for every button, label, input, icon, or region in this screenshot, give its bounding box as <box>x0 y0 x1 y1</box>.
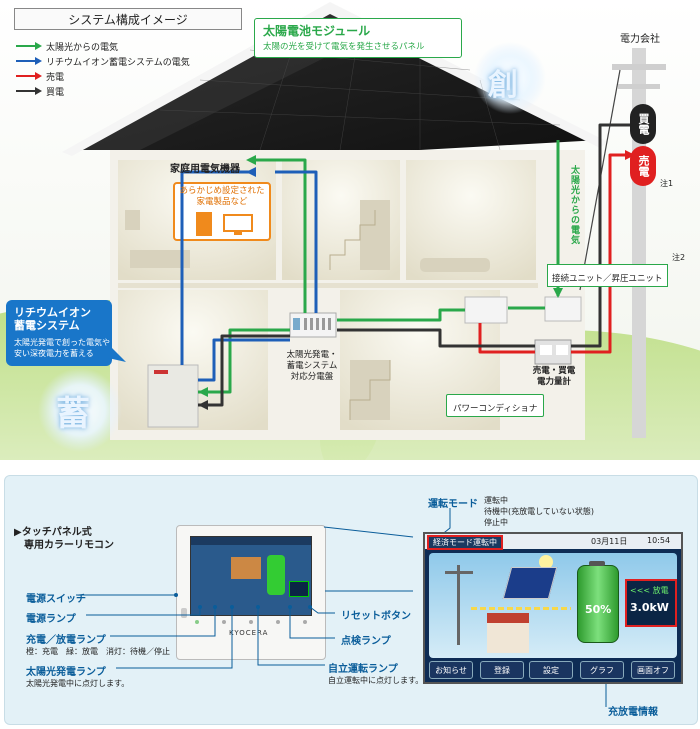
legend-label: リチウムイオン蓄電システムの電気 <box>46 57 190 68</box>
preset-appliances-label: あらかじめ設定された 家電製品など <box>179 186 265 207</box>
solar-lamp-desc: 太陽光発電中に点灯します。 <box>26 679 130 688</box>
mode-banner-text: 経済モード運転中 <box>433 538 497 547</box>
note-2: 注2 <box>672 253 686 262</box>
battery-callout-title: リチウムイオン 蓄電システム <box>14 306 91 332</box>
legend-label: 太陽光からの電気 <box>46 42 119 53</box>
utility-pole-icon <box>457 565 460 645</box>
settings-button[interactable]: 設定 <box>529 661 573 679</box>
remote-leader-lines <box>76 526 607 707</box>
screen-header: 経済モード運転中 03月11日 10:54 <box>425 534 681 550</box>
discharge-label: <<< 放電 <box>630 586 669 595</box>
discharge-box: <<< 放電 3.0kW <box>625 579 677 627</box>
remote-power-button[interactable] <box>181 608 187 618</box>
blue-arrow-icon <box>16 57 42 65</box>
legend-item-buy: 買電 <box>16 85 65 98</box>
notice-button[interactable]: お知らせ <box>429 661 473 679</box>
screen-off-button[interactable]: 画面オフ <box>631 661 675 679</box>
remote-screen <box>190 536 312 616</box>
operation-mode-label: 運転モード <box>428 499 478 510</box>
house-icon <box>487 613 529 653</box>
battery-callout-desc: 太陽光発電で創った電気や 安い深夜電力を蓄える <box>14 338 110 358</box>
charge-lamp-desc: 橙：充電 緑：放電 消灯：待機／停止 <box>26 647 170 656</box>
solar-panel-icon <box>502 567 558 599</box>
solar-lamp-label: 太陽光発電ランプ <box>26 667 106 678</box>
buy-badge-text: 買電 <box>637 113 650 135</box>
register-button[interactable]: 登録 <box>480 661 524 679</box>
independent-lamp-label: 自立運転ランプ <box>328 664 398 675</box>
sell-badge-text: 売電 <box>637 155 650 177</box>
sun-icon <box>539 555 553 569</box>
check-lamp-label: 点検ランプ <box>341 636 391 647</box>
connection-unit-text: 接続ユニット／昇圧ユニット <box>552 274 663 284</box>
diagram-title: システム構成イメージ <box>14 8 242 30</box>
screen-scene: 50% <<< 放電 3.0kW <box>429 553 677 658</box>
buy-badge: 買電 <box>630 104 656 144</box>
remote-led-row <box>195 620 307 626</box>
power-conditioner-label: パワーコンディショナ <box>446 394 545 417</box>
remote-heading: ▶タッチパネル式 専用カラーリモコン <box>14 527 114 551</box>
power-conditioner-text: パワーコンディショナ <box>453 404 538 414</box>
legend-item-battery: リチウムイオン蓄電システムの電気 <box>16 55 190 68</box>
solar-electricity-vertical: 太陽光からの電気 <box>569 165 579 245</box>
legend-label: 売電 <box>46 72 65 83</box>
touch-screen: 経済モード運転中 03月11日 10:54 50% <<< 放電 3.0kW お… <box>423 532 683 684</box>
connection-unit-label: 接続ユニット／昇圧ユニット <box>547 264 668 287</box>
solar-module-title: 太陽電池モジュール <box>263 24 371 38</box>
green-arrow-icon <box>16 42 42 50</box>
charge-info-label: 充放電情報 <box>608 707 658 718</box>
callout-pointer-icon <box>108 344 126 362</box>
charge-lamp-label: 充電／放電ランプ <box>26 635 106 646</box>
battery-callout: リチウムイオン 蓄電システム 太陽光発電で創った電気や 安い深夜電力を蓄える <box>6 300 112 366</box>
appliances-label: 家庭用電気機器 <box>170 164 240 175</box>
battery-percent: 50% <box>585 603 612 616</box>
graph-button[interactable]: グラフ <box>580 661 624 679</box>
reset-button-label: リセットボタン <box>341 611 411 622</box>
distribution-board-label: 太陽光発電・ 蓄電システム 対応分電盤 <box>286 350 338 382</box>
operation-mode-desc: 運転中 待機中(充放電していない状態) 停止中 <box>484 496 595 527</box>
independent-lamp-desc: 自立運転中に点灯します。 <box>328 676 424 685</box>
legend-item-solar: 太陽光からの電気 <box>16 40 119 53</box>
note-1: 注1 <box>660 179 674 188</box>
flow-arrows <box>471 607 571 610</box>
meter-label: 売電・買電 電力量計 <box>532 366 576 387</box>
screen-date: 03月11日 <box>591 537 628 546</box>
remote-brand: KYOCERA <box>229 629 269 637</box>
discharge-value: 3.0kW <box>630 601 669 614</box>
solar-module-callout: 太陽電池モジュール 太陽の光を受けて電気を発生させるパネル <box>254 18 462 58</box>
mode-banner: 経済モード運転中 <box>427 535 503 550</box>
solar-module-desc: 太陽の光を受けて電気を発生させるパネル <box>263 42 425 52</box>
power-switch-label: 電源スイッチ <box>26 594 86 605</box>
legend-label: 買電 <box>46 87 65 98</box>
store-kanji: 蓄 <box>56 394 90 434</box>
screen-time: 10:54 <box>647 536 671 545</box>
create-kanji: 創 <box>488 68 518 103</box>
legend-item-sell: 売電 <box>16 70 65 83</box>
power-lamp-label: 電源ランプ <box>26 614 76 625</box>
black-arrow-icon <box>16 87 42 95</box>
diagram-title-text: システム構成イメージ <box>68 12 188 27</box>
house-diagram-art <box>0 0 700 460</box>
sell-badge: 売電 <box>630 146 656 186</box>
power-company-label: 電力会社 <box>620 34 660 45</box>
red-arrow-icon <box>16 72 42 80</box>
